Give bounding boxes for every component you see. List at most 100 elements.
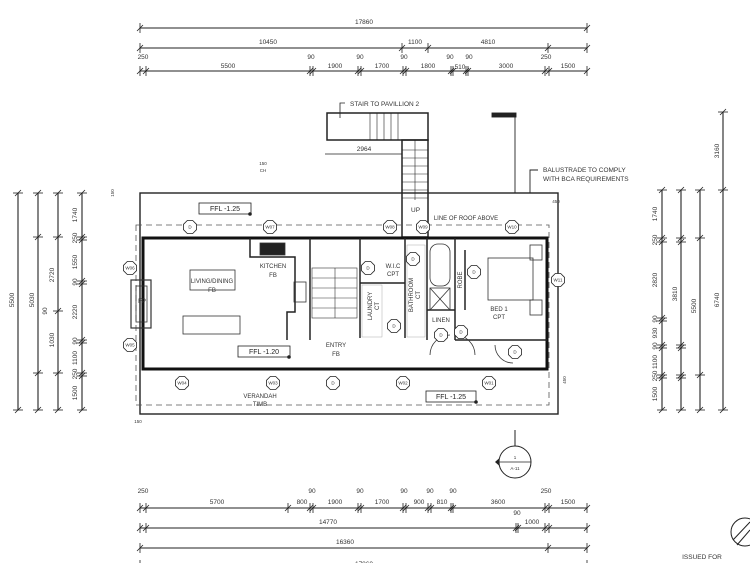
- window-tag: W02: [396, 376, 410, 390]
- dimension-line: [357, 504, 365, 512]
- door-tag: D: [508, 345, 522, 359]
- dimension-label: 250: [138, 488, 149, 495]
- dimension-line: [78, 189, 86, 197]
- room-verandah-name: VERANDAH: [243, 394, 276, 400]
- dimension-line: [54, 307, 62, 315]
- dimension-line: [658, 406, 666, 414]
- level-tag: FFL -1.20: [237, 345, 291, 359]
- dimension-line: [136, 67, 144, 75]
- door-tag: D: [406, 252, 420, 266]
- dimension-line: [136, 544, 144, 552]
- dimension-line: [354, 67, 362, 75]
- dimension-line: [544, 544, 552, 552]
- dimension-label: 90: [72, 278, 79, 286]
- dimension-line: [719, 406, 727, 414]
- window-tag: W01: [482, 376, 496, 390]
- dimension-label: 1500: [652, 386, 659, 401]
- dimension-line: [719, 186, 727, 194]
- dimension-label: 250: [652, 234, 659, 245]
- svg-text:W09: W09: [418, 225, 428, 230]
- svg-text:W07: W07: [265, 225, 275, 230]
- dimension-line: [658, 374, 666, 382]
- svg-text:D: D: [411, 257, 415, 262]
- dimension-line: [78, 280, 86, 288]
- dimension-line: [544, 44, 552, 52]
- dimension-label: 1030: [49, 332, 56, 347]
- dimension-line: [136, 504, 144, 512]
- room-living-name: LIVING/DINING: [191, 279, 234, 285]
- dimension-label: 90: [72, 337, 79, 345]
- dimension-label: 1900: [328, 63, 343, 70]
- dimension-label: 5500: [691, 298, 698, 313]
- dimension-label: 90: [513, 510, 521, 517]
- dimension-line: [677, 341, 685, 349]
- dimension-label: 250: [541, 54, 552, 61]
- door-tag: D: [326, 376, 340, 390]
- dimension-label: 90: [356, 54, 364, 61]
- dimension-label: 90: [465, 54, 473, 61]
- dimension-label: 5030: [29, 292, 36, 307]
- dimension-line: [136, 44, 144, 52]
- dimension-line: [583, 24, 591, 32]
- dimension-line: [34, 189, 42, 197]
- dimension-line: [658, 371, 666, 379]
- dimension-label: 10450: [259, 39, 277, 46]
- dimension-line: [545, 524, 553, 532]
- dimension-line: [14, 406, 22, 414]
- dimension-line: [545, 504, 553, 512]
- svg-text:W03: W03: [268, 381, 278, 386]
- dimension-line: [583, 524, 591, 532]
- dimension-line: [399, 67, 407, 75]
- section-marker[interactable]: 1 A-11: [495, 430, 532, 479]
- dimension-line: [78, 339, 86, 347]
- offset-150-top: 150: [259, 161, 267, 166]
- svg-text:D: D: [472, 270, 476, 275]
- dimension-line: [54, 369, 62, 377]
- dimension-label: 5700: [210, 499, 225, 506]
- dimension-label: 1000: [525, 519, 540, 526]
- dimension-label: 510: [455, 64, 466, 71]
- window-tag: W08: [383, 220, 397, 234]
- dimension-line: [541, 67, 549, 75]
- external-stair: [325, 102, 429, 238]
- section-number: 1: [514, 455, 517, 460]
- svg-text:W04: W04: [177, 381, 187, 386]
- room-verandah-finish: TIMB: [253, 402, 267, 408]
- dimension-label: 3000: [499, 63, 514, 70]
- door-tag: D: [467, 265, 481, 279]
- dimension-label: 1100: [652, 355, 659, 369]
- dimension-line: [449, 67, 457, 75]
- dimension-line: [677, 406, 685, 414]
- dimension-label: 90: [652, 315, 659, 323]
- dimension-line: [583, 44, 591, 52]
- svg-text:W08: W08: [385, 225, 395, 230]
- dimension-line: [78, 336, 86, 344]
- dimension-line: [696, 234, 704, 242]
- room-laundry-finish: CT: [375, 302, 381, 310]
- svg-text:W05: W05: [125, 343, 135, 348]
- room-bed1-finish: CPT: [493, 315, 505, 321]
- room-kitchen-finish: FB: [269, 273, 277, 279]
- dimension-line: [545, 67, 553, 75]
- dimension-line: [583, 544, 591, 552]
- dimension-line: [357, 67, 365, 75]
- dimension-line: [54, 233, 62, 241]
- external-walls: [141, 236, 549, 371]
- dimension-label: 17860: [355, 19, 373, 26]
- dimension-line: [541, 504, 549, 512]
- dimension-label: 1500: [561, 499, 576, 506]
- dimension-line: [677, 186, 685, 194]
- dimension-label: 90: [307, 54, 315, 61]
- room-bathroom-name: BATHROOM: [409, 278, 415, 312]
- dimension-label: 250: [72, 368, 79, 379]
- dimension-label: 250: [652, 370, 659, 381]
- dimension-line: [677, 234, 685, 242]
- dimension-label: 3160: [714, 143, 721, 158]
- stair-width-dim: 2964: [357, 146, 372, 153]
- svg-text:FFL -1.25: FFL -1.25: [210, 206, 240, 213]
- svg-text:D: D: [439, 333, 443, 338]
- dimension-line: [541, 524, 549, 532]
- dimension-line: [54, 189, 62, 197]
- dimension-line: [136, 524, 144, 532]
- window-tag: W06: [123, 261, 137, 275]
